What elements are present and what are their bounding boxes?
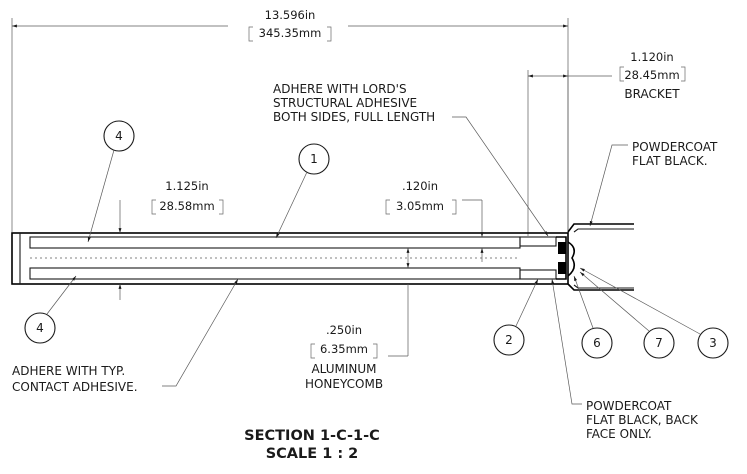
section-title: SECTION 1-C-1-C SCALE 1 : 2	[244, 428, 380, 462]
svg-text:3: 3	[709, 336, 717, 350]
lower-skin	[29, 267, 521, 280]
svg-text:STRUCTURAL ADHESIVE: STRUCTURAL ADHESIVE	[273, 96, 417, 110]
section-title-line2: SCALE 1 : 2	[266, 446, 359, 462]
core-label-line2: HONEYCOMB	[305, 377, 383, 391]
overall-dim-mm: 345.35mm	[259, 26, 322, 40]
svg-text:CONTACT ADHESIVE.: CONTACT ADHESIVE.	[12, 380, 138, 394]
section-title-line1: SECTION 1-C-1-C	[244, 428, 380, 444]
svg-text:4: 4	[36, 321, 44, 335]
balloon-3: 3	[579, 267, 729, 359]
note-structural-adhesive: ADHERE WITH LORD'S STRUCTURAL ADHESIVE B…	[273, 82, 549, 237]
svg-text:ADHERE WITH LORD'S: ADHERE WITH LORD'S	[273, 82, 407, 96]
upper-skin	[29, 236, 521, 249]
balloon-4-bottom: 4	[24, 275, 77, 344]
core-dimension: .250in 6.35mm ALUMINUM HONEYCOMB	[305, 248, 410, 391]
bracket-dim-mm: 28.45mm	[624, 68, 679, 82]
svg-text:BOTH SIDES, FULL LENGTH: BOTH SIDES, FULL LENGTH	[273, 110, 435, 124]
svg-text:2: 2	[505, 333, 513, 347]
svg-text:FLAT BLACK, BACK: FLAT BLACK, BACK	[586, 413, 699, 427]
skin-dim-mm: 3.05mm	[396, 199, 444, 213]
core-label-line1: ALUMINUM	[311, 362, 376, 376]
skin-dimension: .120in 3.05mm	[385, 179, 484, 262]
svg-text:1: 1	[310, 152, 318, 166]
panel-section	[11, 232, 569, 285]
overall-dimension: 13.596in 345.35mm	[11, 8, 569, 232]
svg-text:POWDERCOAT: POWDERCOAT	[586, 399, 672, 413]
balloon-1: 1	[275, 143, 330, 239]
note-contact-adhesive: ADHERE WITH TYP. CONTACT ADHESIVE.	[12, 278, 239, 394]
panel-thickness-dimension: 1.125in 28.58mm	[118, 179, 224, 300]
svg-text:POWDERCOAT: POWDERCOAT	[632, 140, 718, 154]
bracket-label: BRACKET	[624, 87, 680, 101]
svg-text:6: 6	[593, 336, 601, 350]
svg-text:7: 7	[655, 336, 663, 350]
core-dim-inches: .250in	[326, 323, 362, 337]
svg-text:FACE ONLY.: FACE ONLY.	[586, 427, 652, 441]
svg-text:FLAT BLACK.: FLAT BLACK.	[632, 154, 708, 168]
bracket-dim-inches: 1.120in	[630, 50, 673, 64]
balloon-6: 6	[573, 275, 613, 359]
thickness-dim-mm: 28.58mm	[159, 199, 214, 213]
thickness-dim-inches: 1.125in	[165, 179, 208, 193]
balloon-7: 7	[579, 271, 675, 359]
balloon-2: 2	[493, 278, 539, 356]
svg-text:ADHERE WITH TYP.: ADHERE WITH TYP.	[12, 364, 125, 378]
right-bracket	[567, 223, 634, 291]
balloon-4-top: 4	[87, 120, 135, 243]
note-powdercoat-top: POWDERCOAT FLAT BLACK.	[589, 140, 718, 227]
skin-dim-inches: .120in	[402, 179, 438, 193]
note-powdercoat-back: POWDERCOAT FLAT BLACK, BACK FACE ONLY.	[551, 278, 699, 441]
core-dim-mm: 6.35mm	[320, 342, 368, 356]
svg-text:4: 4	[115, 129, 123, 143]
bracket-dimension: 1.120in 28.45mm BRACKET	[527, 50, 686, 236]
overall-dim-inches: 13.596in	[265, 8, 316, 22]
